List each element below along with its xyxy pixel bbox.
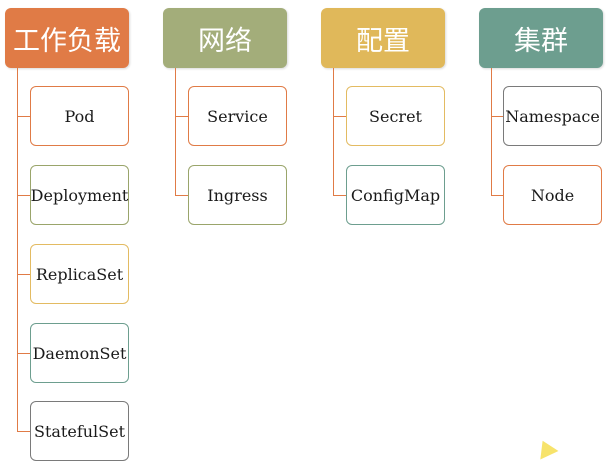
group-header-config: 配置 (321, 8, 445, 68)
node-daemonset: DaemonSet (30, 323, 129, 383)
connector-branch (175, 116, 188, 117)
connector-branch (17, 353, 30, 354)
node-ingress: Ingress (188, 165, 287, 225)
connector-branch (17, 274, 30, 275)
connector-branch (17, 431, 30, 432)
connector-trunk-cluster (491, 68, 492, 195)
connector-trunk-workloads (17, 68, 18, 431)
connector-trunk-config (333, 68, 334, 195)
node-configmap: ConfigMap (346, 165, 445, 225)
node-service: Service (188, 86, 287, 146)
node-statefulset: StatefulSet (30, 401, 129, 461)
connector-branch (333, 195, 346, 196)
node-namespace: Namespace (503, 86, 602, 146)
node-replicaset: ReplicaSet (30, 244, 129, 304)
node-node: Node (503, 165, 602, 225)
connector-branch (491, 116, 504, 117)
connector-branch (491, 195, 504, 196)
connector-branch (17, 195, 30, 196)
group-header-workloads: 工作负载 (5, 8, 129, 68)
node-deployment: Deployment (30, 165, 129, 225)
node-pod: Pod (30, 86, 129, 146)
watermark-logo (533, 436, 559, 460)
connector-branch (333, 116, 346, 117)
group-header-network: 网络 (163, 8, 287, 68)
connector-trunk-network (175, 68, 176, 195)
node-secret: Secret (346, 86, 445, 146)
connector-branch (175, 195, 188, 196)
connector-branch (17, 116, 30, 117)
group-header-cluster: 集群 (479, 8, 603, 68)
